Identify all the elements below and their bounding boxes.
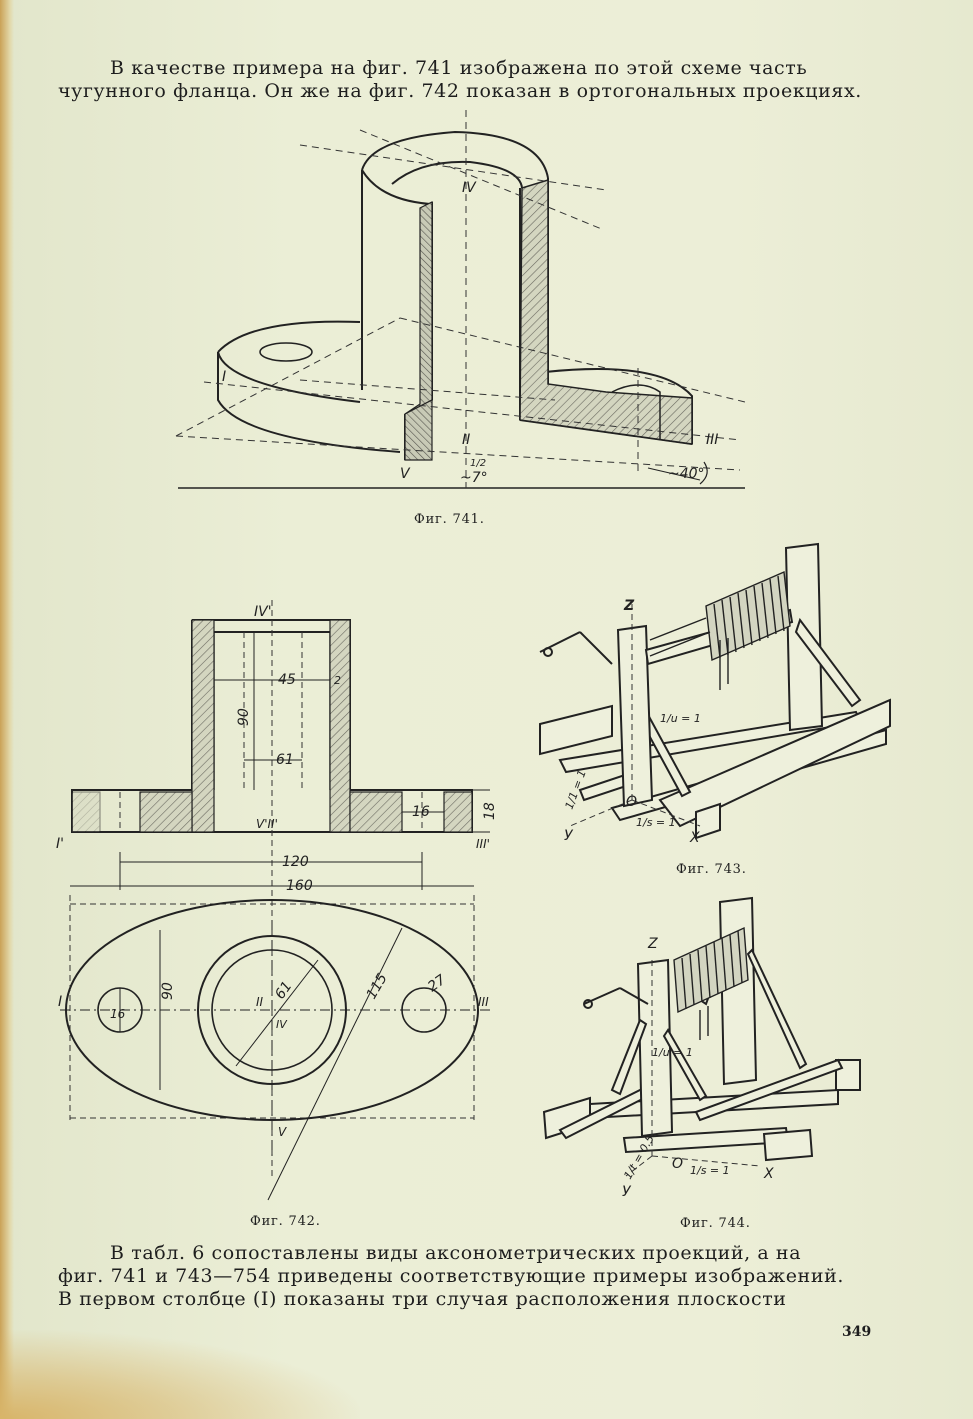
fig744-axis-Z: Z — [647, 936, 658, 952]
fig744-axis-Y: У — [622, 1184, 632, 1200]
fig744-origin-O: O — [672, 1156, 683, 1172]
fig741-label-angle7: ~7° — [460, 470, 488, 486]
fig742-label-Ip: I' — [56, 836, 64, 852]
fig742-dim-120: 120 — [282, 854, 309, 870]
fig742-label-IIIp: III' — [476, 837, 490, 851]
fig742-label-I: I — [58, 994, 62, 1010]
fig744-axis-X: X — [763, 1166, 774, 1182]
figure-743-caption: Фиг. 743. — [676, 862, 747, 877]
fig743-scale-x: 1/s = 1 — [636, 816, 676, 829]
figure-741-caption: Фиг. 741. — [414, 512, 485, 527]
fig741-label-V: V — [400, 466, 411, 482]
fig741-label-I: I — [222, 369, 226, 385]
intro-line-1: В качестве примера на фиг. 741 изображен… — [110, 57, 808, 79]
intro-line-2: чугунного фланца. Он же на фиг. 742 пока… — [58, 80, 862, 102]
fig742-label-VIIp: V'II' — [256, 817, 278, 831]
outro-line-3: В первом столбце (I) показаны три случая… — [58, 1288, 787, 1310]
figure-742-caption: Фиг. 742. — [250, 1214, 321, 1229]
outro-line-2: фиг. 741 и 743—754 приведены соответству… — [58, 1265, 844, 1287]
fig744-scale-x: 1/s = 1 — [690, 1164, 730, 1177]
fig742-dim-16a: 16 — [412, 804, 430, 820]
fig742-dim-2: 2 — [334, 674, 341, 687]
fig743-axis-Y: У — [564, 828, 574, 844]
fig741-label-angle40: ~40° — [668, 466, 705, 482]
fig742-dim-160: 160 — [286, 878, 313, 894]
fig742-label-IV: IV — [276, 1018, 288, 1031]
fig741-label-IV: IV — [462, 180, 477, 196]
fig744-scale-z: 1/u = 1 — [652, 1046, 693, 1059]
fig741-label-III: III — [706, 432, 718, 448]
fig742-dim-45: 45 — [278, 672, 296, 688]
page-spine-shadow — [0, 0, 14, 1419]
fig743-scale-z: 1/u = 1 — [660, 712, 701, 725]
fig742-label-V: V — [278, 1125, 287, 1139]
fig743-origin-O: O — [626, 794, 637, 810]
fig742-label-IVp: IV' — [254, 604, 272, 620]
fig742-label-II: II — [256, 995, 264, 1009]
fig742-dim-90b: 90 — [160, 982, 176, 1000]
fig741-label-slope: 1/2 — [470, 458, 486, 469]
fig742-dim-16b: 16 — [110, 1007, 126, 1021]
page-stain — [0, 1330, 360, 1419]
fig741-label-II: II — [462, 432, 470, 448]
outro-line-1: В табл. 6 сопоставлены виды аксонометрич… — [110, 1242, 802, 1264]
fig743-axis-Z: Z — [623, 598, 635, 614]
fig742-label-III: III — [478, 995, 489, 1009]
page-number: 349 — [842, 1324, 872, 1340]
fig742-dim-90a: 90 — [236, 708, 252, 726]
fig742-dim-18: 18 — [482, 802, 498, 820]
fig742-dim-61a: 61 — [276, 752, 294, 768]
figure-744-caption: Фиг. 744. — [680, 1216, 751, 1231]
fig743-axis-X: X — [689, 830, 700, 846]
